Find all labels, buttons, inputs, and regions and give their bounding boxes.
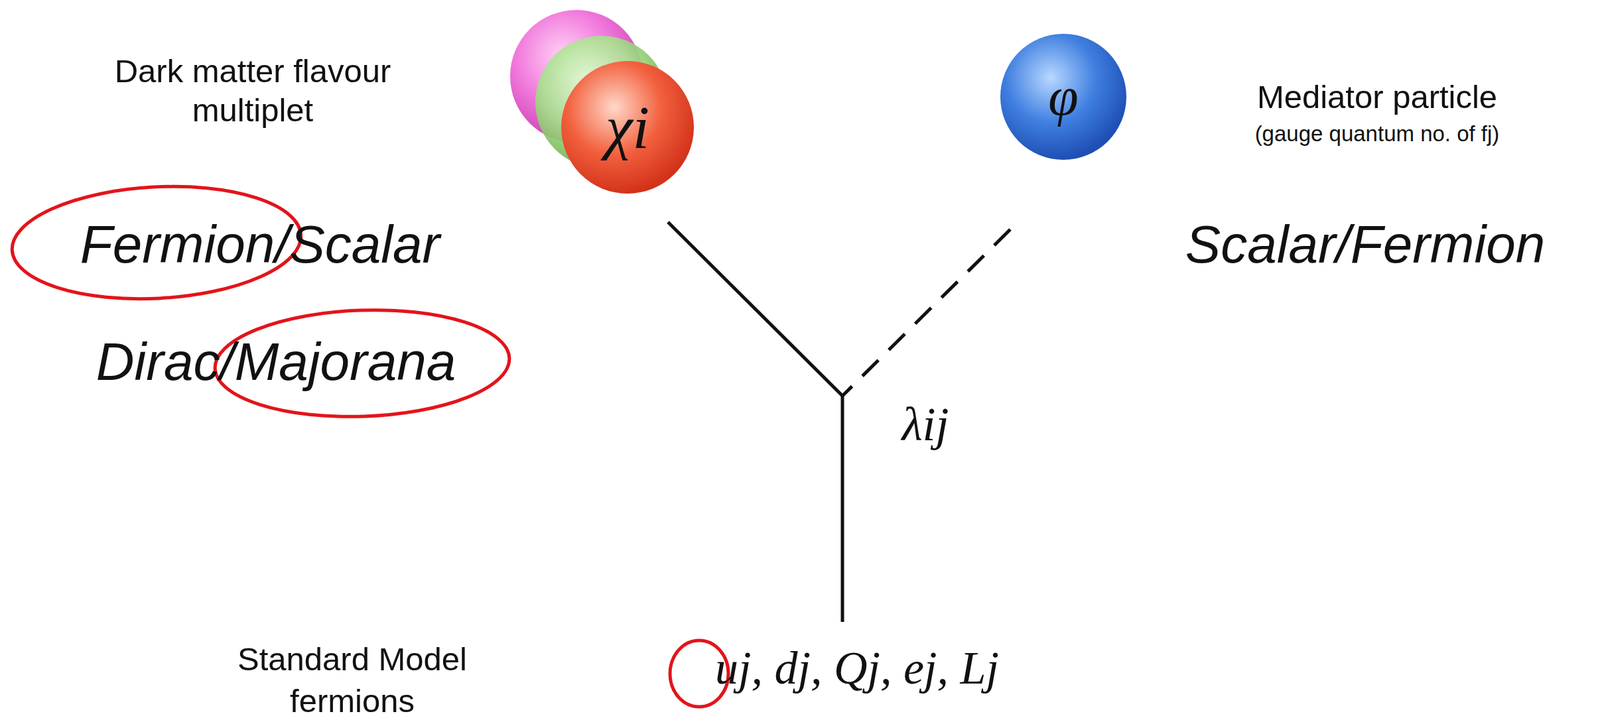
particle-symbol: φ (1000, 33, 1127, 160)
type-option: Fermion/Scalar (47, 212, 473, 277)
type-option: Dirac/Majorana (63, 330, 489, 395)
circle-fill (1000, 33, 1127, 160)
type-option: Scalar/Fermion (1152, 212, 1578, 277)
group-heading: Dark matter flavour multiplet (96, 51, 409, 131)
dark-matter-circle: χi (561, 61, 694, 194)
particle-symbol: χi (561, 61, 694, 194)
mediator-circle: φ (1000, 33, 1127, 160)
group-note: (gauge quantum no. of fj) (1191, 120, 1563, 148)
coupling-label: λij (859, 396, 992, 454)
group-heading: Mediator particle (1191, 77, 1563, 117)
fermion-line (841, 396, 845, 623)
fermion-list: uj, dj, Qj, ej, Lj (651, 640, 1063, 697)
group-heading: Standard Model fermions (212, 638, 492, 724)
circle-fill (561, 61, 694, 194)
scalar-line (842, 229, 1011, 397)
fermion-line (667, 222, 843, 397)
